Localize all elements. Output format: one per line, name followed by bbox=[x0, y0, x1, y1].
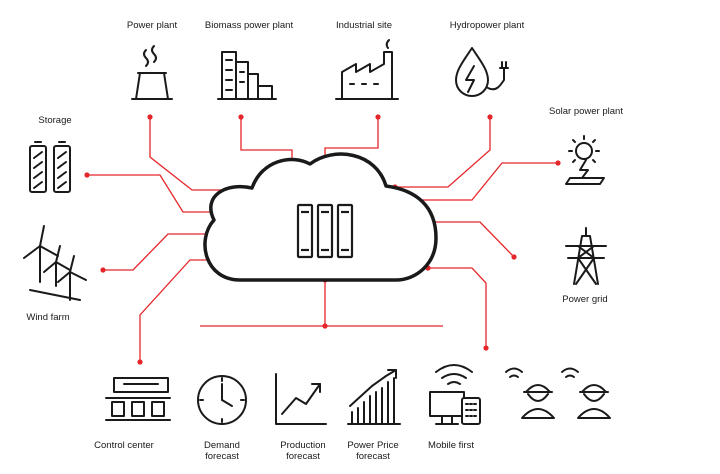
connector-power-plant bbox=[149, 117, 240, 191]
battery-storage-icon bbox=[29, 141, 71, 193]
mobile-devices-icon bbox=[429, 364, 481, 425]
biomass-plant-icon bbox=[217, 51, 277, 100]
bar-chart-icon bbox=[347, 369, 401, 425]
control-center-icon bbox=[105, 377, 171, 421]
label-solar-power-plant: Solar power plant bbox=[549, 106, 623, 117]
connector-mobile bbox=[428, 267, 487, 348]
cloud-center bbox=[203, 152, 438, 282]
server-racks-icon bbox=[296, 203, 354, 259]
clock-icon bbox=[197, 375, 247, 425]
label-biomass-power-plant: Biomass power plant bbox=[204, 20, 294, 31]
label-wind-farm: Wind farm bbox=[26, 312, 70, 323]
connector-solar bbox=[392, 162, 558, 201]
connector-wind-farm bbox=[103, 233, 208, 271]
cloud-shape bbox=[203, 152, 438, 282]
connector-storage bbox=[87, 174, 218, 213]
connector-hydropower bbox=[395, 117, 491, 188]
label-control-center: Control center bbox=[94, 440, 154, 451]
connection-lines bbox=[87, 117, 558, 362]
connector-control-center bbox=[139, 259, 212, 362]
label-demand-forecast: Demand forecast bbox=[204, 440, 240, 462]
line-chart-icon bbox=[275, 373, 327, 425]
label-hydropower-plant: Hydropower plant bbox=[449, 20, 525, 31]
power-plant-icon bbox=[131, 45, 173, 100]
label-mobile-first: Mobile first bbox=[428, 440, 474, 451]
label-power-price-forecast: Power Price forecast bbox=[347, 440, 399, 462]
transmission-tower-icon bbox=[565, 227, 607, 285]
label-storage: Storage bbox=[38, 115, 72, 126]
label-power-grid: Power grid bbox=[562, 294, 608, 305]
factory-icon bbox=[335, 39, 399, 100]
hydropower-icon bbox=[455, 47, 509, 97]
wind-turbine-icon bbox=[23, 225, 87, 301]
label-power-plant: Power plant bbox=[126, 20, 178, 31]
solar-panel-icon bbox=[565, 135, 605, 185]
label-industrial-site: Industrial site bbox=[336, 20, 392, 31]
field-workers-icon bbox=[505, 367, 611, 419]
label-production-forecast: Production forecast bbox=[280, 440, 326, 462]
